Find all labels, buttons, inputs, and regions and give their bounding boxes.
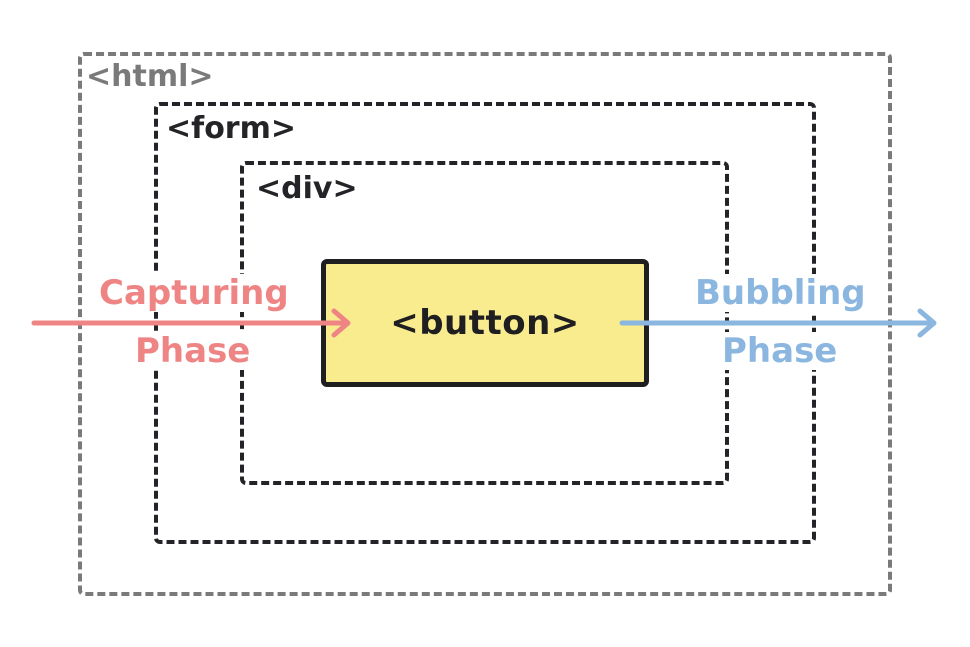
bubbling-phase-label-line1: Bubbling: [689, 274, 872, 312]
div-tag-label: <div>: [252, 174, 362, 204]
bubbling-phase-label-line2: Phase: [716, 332, 844, 370]
capturing-phase-label-line2: Phase: [129, 332, 257, 370]
capturing-phase-label-line1: Capturing: [93, 274, 295, 312]
button-tag-label: <button>: [390, 303, 580, 343]
form-tag-label: <form>: [162, 114, 300, 144]
button-element-box: <button>: [321, 259, 649, 387]
html-tag-label: <html>: [82, 62, 218, 92]
